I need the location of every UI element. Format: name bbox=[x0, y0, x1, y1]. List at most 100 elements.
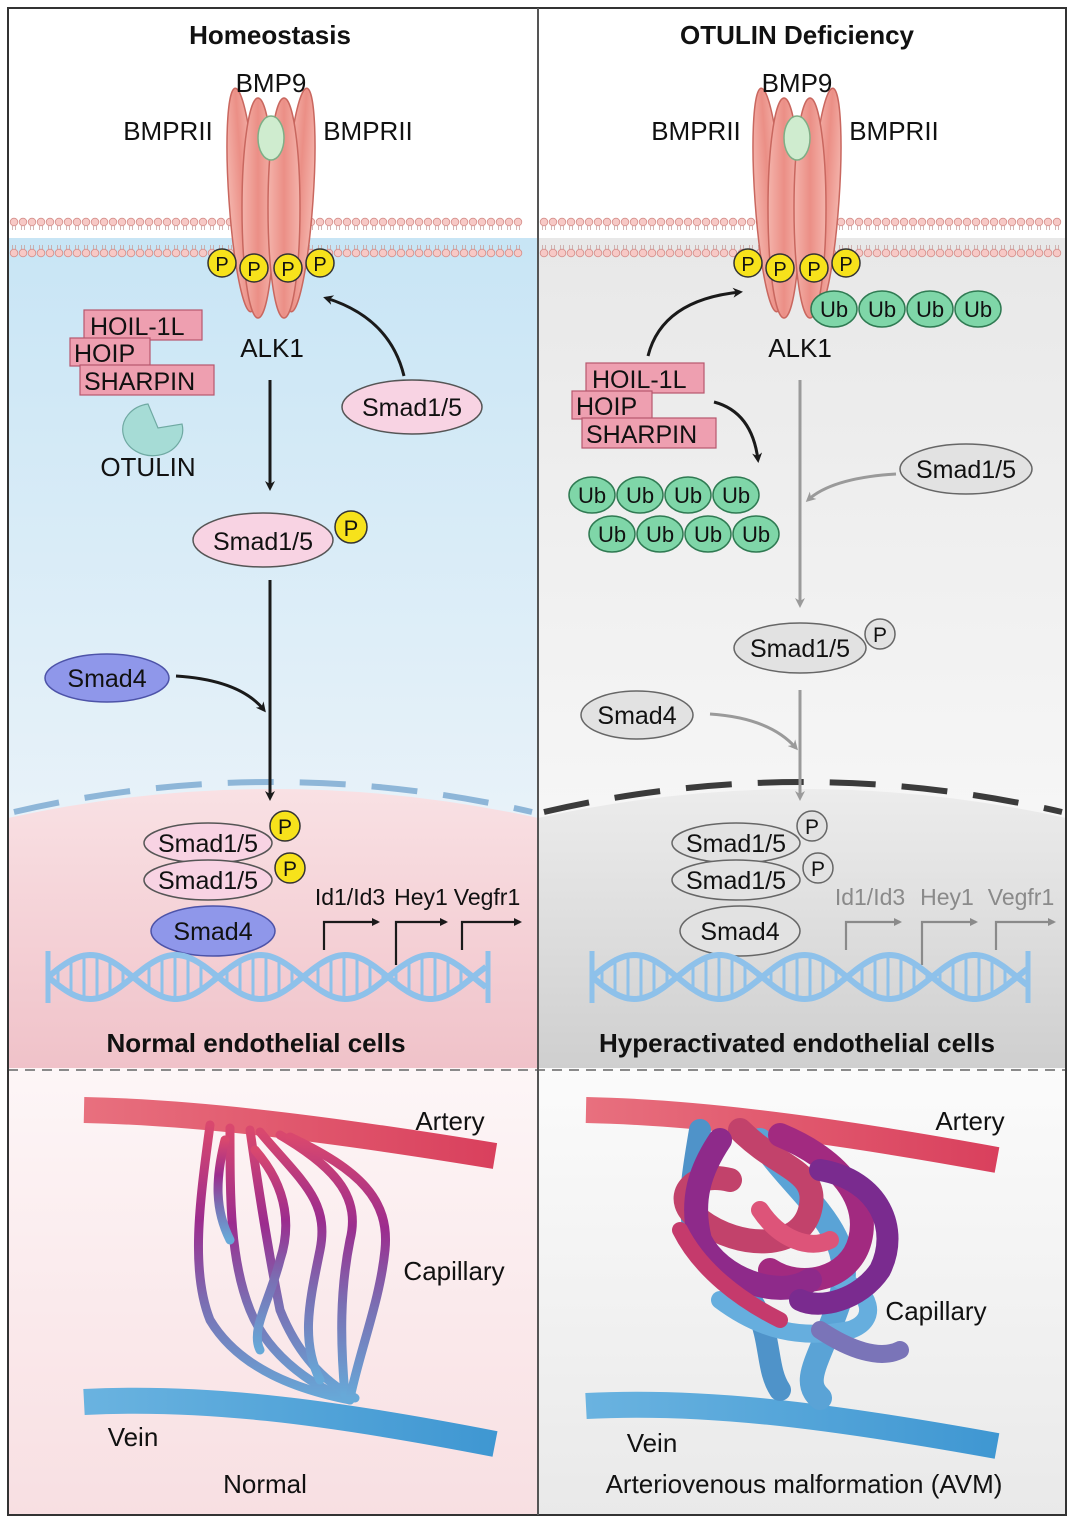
smad4-label: Smad4 bbox=[173, 918, 252, 946]
gene-vegfr1: Vegfr1 bbox=[454, 884, 521, 910]
smad4-label: Smad4 bbox=[67, 665, 146, 693]
p-label: P bbox=[247, 259, 260, 281]
right-gene-arrows: Id1/Id3 Hey1 Vegfr1 bbox=[835, 884, 1056, 965]
alk1-label: ALK1 bbox=[240, 333, 304, 363]
ub-label: Ub bbox=[646, 522, 674, 547]
gene-hey1: Hey1 bbox=[920, 884, 974, 910]
right-avm-vessels bbox=[585, 1097, 1000, 1459]
p-label: P bbox=[805, 816, 819, 839]
left-caption: Normal bbox=[223, 1469, 307, 1499]
alk1-label: ALK1 bbox=[768, 333, 832, 363]
alk1-ubiquitin-chain: Ub Ub Ub Ub bbox=[810, 290, 1002, 328]
ub-label: Ub bbox=[674, 483, 702, 508]
sharpin-label: SHARPIN bbox=[84, 368, 195, 396]
p-label: P bbox=[283, 858, 297, 881]
right-cell-membrane bbox=[539, 217, 1062, 258]
capillary-label: Capillary bbox=[885, 1296, 986, 1326]
ub-label: Ub bbox=[722, 483, 750, 508]
bmp9-label: BMP9 bbox=[236, 68, 307, 98]
p-label: P bbox=[281, 259, 294, 281]
bmprii-left-label: BMPRII bbox=[123, 116, 213, 146]
bmprii-right-label: BMPRII bbox=[849, 116, 939, 146]
smad15-node bbox=[899, 443, 1033, 495]
hoip-label: HOIP bbox=[576, 393, 637, 421]
hoip-label: HOIP bbox=[74, 340, 135, 368]
smad4-arrow bbox=[175, 674, 266, 713]
left-gene-arrows: Id1/Id3 Hey1 Vegfr1 bbox=[315, 884, 522, 965]
ub-label: Ub bbox=[626, 483, 654, 508]
smad15-label: Smad1/5 bbox=[686, 830, 786, 858]
p-label: P bbox=[839, 254, 852, 276]
bmprii-left-label: BMPRII bbox=[651, 116, 741, 146]
right-nuclear-envelope bbox=[543, 779, 1063, 815]
right-title: OTULIN Deficiency bbox=[680, 20, 915, 50]
p-label: P bbox=[873, 624, 887, 647]
smad4-node bbox=[580, 690, 694, 740]
right-cell-label: Hyperactivated endothelial cells bbox=[599, 1028, 995, 1058]
ub-label: Ub bbox=[916, 297, 944, 322]
phosphorylation-arrow bbox=[323, 295, 406, 377]
p-label: P bbox=[811, 858, 825, 881]
smad4-arrow bbox=[709, 712, 798, 751]
p-label: P bbox=[741, 254, 754, 276]
ubiquitination-arrow bbox=[646, 287, 743, 357]
left-smad-complex: Smad1/5 P Smad1/5 P Smad4 bbox=[143, 810, 306, 957]
smad15-recruit-arrow bbox=[805, 472, 897, 503]
smad15-label: Smad1/5 bbox=[686, 867, 786, 895]
gene-id1-id3: Id1/Id3 bbox=[835, 884, 905, 910]
bmprii-right-label: BMPRII bbox=[323, 116, 413, 146]
gene-hey1: Hey1 bbox=[394, 884, 448, 910]
left-nuclear-envelope bbox=[13, 779, 533, 815]
right-lubac-complex: HOIL-1L HOIP SHARPIN bbox=[571, 362, 717, 449]
vein-label: Vein bbox=[108, 1422, 159, 1452]
smad15-p-label: Smad1/5 bbox=[750, 635, 850, 663]
smad4-label: Smad4 bbox=[700, 918, 779, 946]
hoil-1l-label: HOIL-1L bbox=[592, 366, 687, 394]
ub-label: Ub bbox=[598, 522, 626, 547]
p-label: P bbox=[313, 254, 326, 276]
otulin-icon bbox=[122, 403, 184, 457]
ub-label: Ub bbox=[868, 297, 896, 322]
right-dna-icon bbox=[589, 951, 1031, 1003]
free-ubiquitin-chains: Ub Ub Ub Ub Ub Ub Ub Ub bbox=[568, 476, 780, 553]
ub-label: Ub bbox=[964, 297, 992, 322]
smad15-node bbox=[341, 379, 483, 435]
p-label: P bbox=[807, 259, 820, 281]
smad4-node bbox=[44, 653, 170, 703]
right-phospho-group: P P P P bbox=[733, 248, 861, 283]
bmp9-ligand bbox=[783, 115, 811, 161]
ub-label: Ub bbox=[578, 483, 606, 508]
linear-ub-arrow bbox=[713, 400, 763, 463]
phospho-icon bbox=[864, 618, 896, 650]
right-panel bbox=[538, 8, 1066, 1515]
smad15-p-node bbox=[192, 512, 334, 568]
bmp9-label: BMP9 bbox=[762, 68, 833, 98]
vein-label: Vein bbox=[627, 1428, 678, 1458]
smad15-label: Smad1/5 bbox=[158, 830, 258, 858]
smad15-label: Smad1/5 bbox=[916, 456, 1016, 484]
right-smad-complex: Smad1/5 P Smad1/5 P Smad4 bbox=[671, 810, 834, 957]
left-title: Homeostasis bbox=[189, 20, 351, 50]
smad15-p-label: Smad1/5 bbox=[213, 528, 313, 556]
left-phospho-group: P P P P bbox=[207, 248, 335, 283]
smad4-label: Smad4 bbox=[597, 702, 676, 730]
gene-id1-id3: Id1/Id3 bbox=[315, 884, 385, 910]
artery-label: Artery bbox=[415, 1106, 484, 1136]
ub-label: Ub bbox=[694, 522, 722, 547]
p-label: P bbox=[278, 816, 292, 839]
capillary-label: Capillary bbox=[403, 1256, 504, 1286]
artery-label: Artery bbox=[935, 1106, 1004, 1136]
left-lubac-complex: HOIL-1L HOIP SHARPIN bbox=[69, 309, 215, 396]
right-nucleus bbox=[538, 789, 1066, 1068]
ub-label: Ub bbox=[742, 522, 770, 547]
left-dna-icon bbox=[45, 951, 491, 1003]
sharpin-label: SHARPIN bbox=[586, 421, 697, 449]
gene-vegfr1: Vegfr1 bbox=[988, 884, 1055, 910]
smad15-p-node bbox=[733, 622, 867, 674]
bmp9-ligand bbox=[257, 115, 285, 161]
hoil-1l-label: HOIL-1L bbox=[90, 313, 185, 341]
otulin-label: OTULIN bbox=[100, 452, 195, 482]
p-label: P bbox=[344, 516, 359, 541]
